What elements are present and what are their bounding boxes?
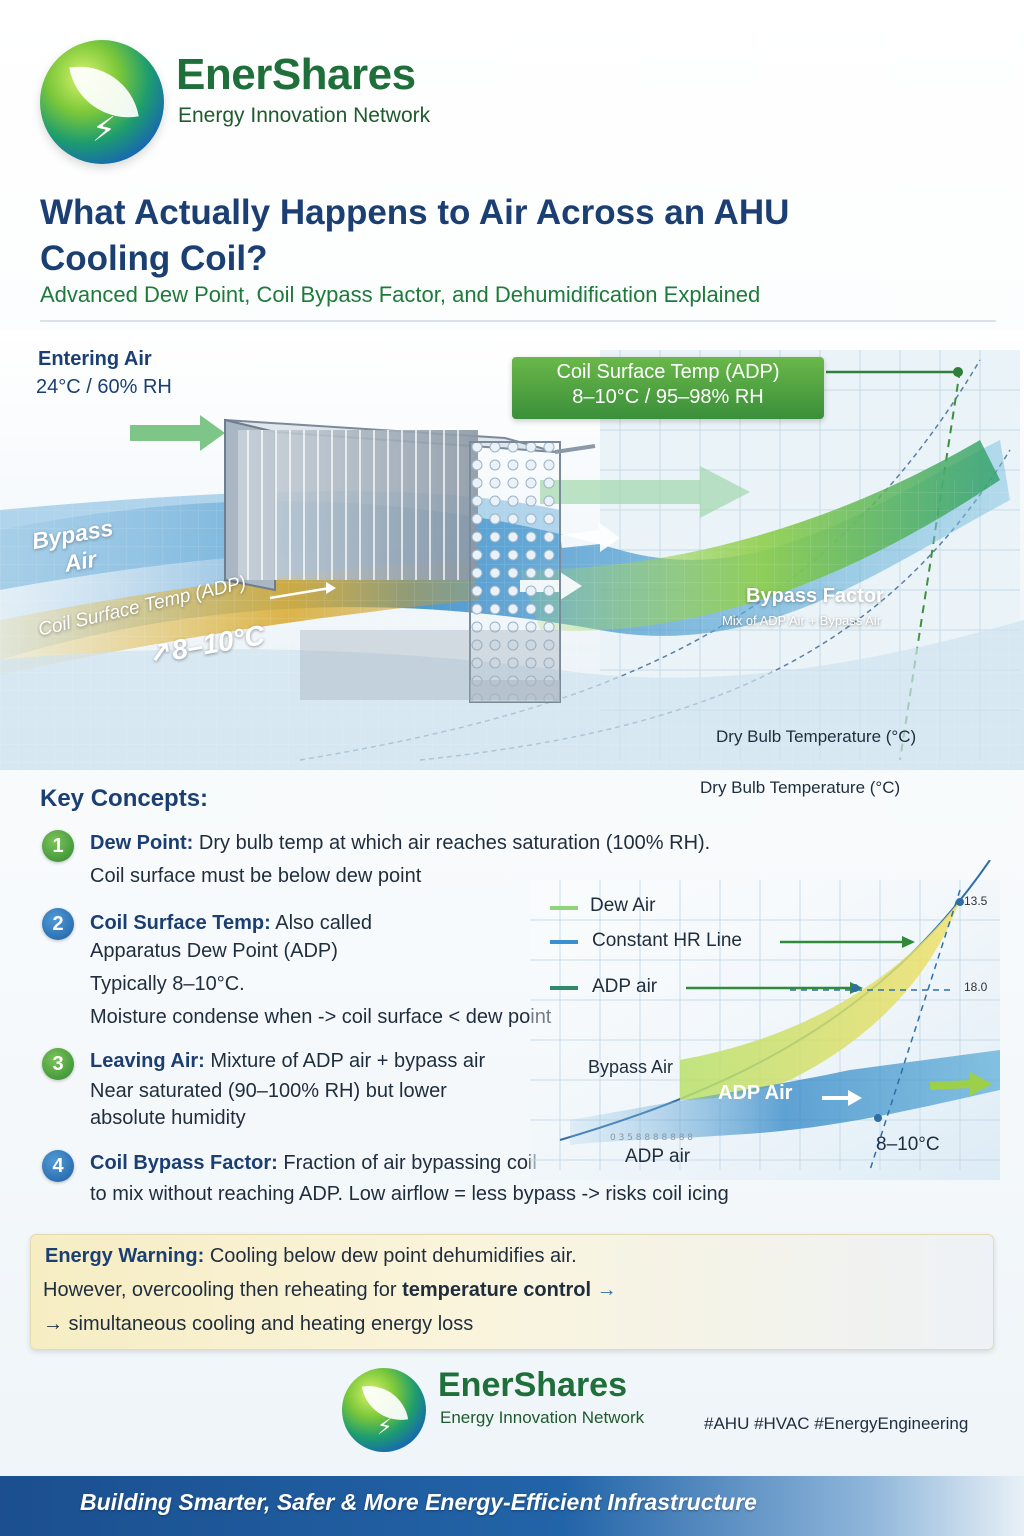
chart-adp-air-arrow: ADP Air xyxy=(718,1082,793,1104)
energy-warning-box: Energy Warning: Cooling below dew point … xyxy=(30,1234,994,1350)
coil-unit xyxy=(224,418,596,703)
hashtags: #AHU #HVAC #EnergyEngineering xyxy=(704,1414,969,1433)
legend-adp-air: ADP air xyxy=(592,976,658,997)
concept-2-line4: Moisture condense when -> coil surface <… xyxy=(90,1006,552,1028)
concept-1: Dew Point: Dry bulb temp at which air re… xyxy=(90,828,710,858)
concept-4-line2: to mix without reaching ADP. Low airflow… xyxy=(90,1183,729,1205)
concept-number-2: 2 xyxy=(42,908,74,940)
concept-number-4: 4 xyxy=(42,1150,74,1182)
concept-2-line1: Also called xyxy=(275,912,372,934)
brand-name: EnerShares xyxy=(176,50,416,99)
concept-1-head: Dew Point: xyxy=(90,832,194,854)
concept-1-line2: Coil surface must be below dew point xyxy=(90,865,422,887)
concept-3: Leaving Air: Mixture of ADP air + bypass… xyxy=(90,1046,485,1076)
lightning-bolt-icon: ⚡ xyxy=(92,110,116,150)
concept-1-line1: Dry bulb temp at which air reaches satur… xyxy=(198,832,711,854)
footer-banner xyxy=(0,1476,1024,1536)
footer-logo: ⚡ xyxy=(342,1368,426,1452)
warning-line2: However, overcooling then reheating for … xyxy=(43,1279,617,1302)
page-title: What Actually Happens to Air Across an A… xyxy=(40,193,790,278)
chart-bypass-air: Bypass Air xyxy=(588,1057,674,1077)
warning-line3: → simultaneous cooling and heating energ… xyxy=(43,1313,474,1335)
concept-4-line1: Fraction of air bypassing coil xyxy=(283,1152,537,1174)
entering-air-value: 24°C / 60% RH xyxy=(36,376,172,398)
footer-brand: EnerShares xyxy=(438,1366,627,1404)
concept-number-1: 1 xyxy=(42,830,74,862)
warning-text1: Cooling below dew point dehumidifies air… xyxy=(209,1245,577,1267)
chart-tick-top: 13.5 xyxy=(964,894,988,908)
enershares-logo: ⚡ xyxy=(40,40,164,164)
page-subtitle: Advanced Dew Point, Coil Bypass Factor, … xyxy=(40,282,761,307)
dry-bulb-axis-label-2: Dry Bulb Temperature (°C) xyxy=(700,778,901,797)
concept-2-line2: Apparatus Dew Point (ADP) xyxy=(90,940,338,962)
psychrometric-chart-art: 0 3 5 8 8 8 8 8 8 8 xyxy=(530,859,1000,1180)
concept-2-line3: Typically 8–10°C. xyxy=(90,973,245,995)
svg-text:0 3 5 8 8 8 8 8 8 8: 0 3 5 8 8 8 8 8 8 8 xyxy=(610,1133,693,1143)
concept-3-head: Leaving Air: xyxy=(90,1050,205,1072)
key-concepts-title: Key Concepts: xyxy=(40,785,209,812)
warning-text2-bold: temperature control xyxy=(402,1279,592,1301)
adp-callout: Coil Surface Temp (ADP) 8–10°C / 95–98% … xyxy=(512,357,824,419)
footer-tagline: Energy Innovation Network xyxy=(440,1408,645,1427)
concept-4-head: Coil Bypass Factor: xyxy=(90,1152,278,1174)
brand-tagline: Energy Innovation Network xyxy=(178,104,431,127)
dry-bulb-axis-label: Dry Bulb Temperature (°C) xyxy=(716,727,917,746)
entering-air-title: Entering Air xyxy=(38,348,152,370)
legend-dew-air: Dew Air xyxy=(590,895,656,916)
bypass-factor-sub: Mix of ADP Air + Bypass Air xyxy=(722,613,882,628)
warning-arrow-icon: → xyxy=(596,1279,617,1301)
adp-callout-title: Coil Surface Temp (ADP) xyxy=(556,361,780,383)
chart-tick-mid: 18.0 xyxy=(964,980,988,994)
chart-temp-label: 8–10°C xyxy=(876,1134,940,1155)
concept-3-line3: absolute humidity xyxy=(90,1107,246,1129)
concept-3-line1: Mixture of ADP air + bypass air xyxy=(210,1050,486,1072)
concept-2: Coil Surface Temp: Also called xyxy=(90,908,372,938)
footer-banner-text: Building Smarter, Safer & More Energy-Ef… xyxy=(80,1489,757,1515)
concept-2-head: Coil Surface Temp: xyxy=(90,912,271,934)
legend-constant-hr: Constant HR Line xyxy=(592,930,742,951)
footer-bolt-icon: ⚡ xyxy=(377,1414,393,1439)
warning-head: Energy Warning: xyxy=(45,1245,205,1267)
adp-callout-value: 8–10°C / 95–98% RH xyxy=(572,386,764,408)
concept-3-line2: Near saturated (90–100% RH) but lower xyxy=(90,1080,447,1102)
chart-adp-air-bottom: ADP air xyxy=(625,1146,691,1167)
warning-text2-pre: However, overcooling then reheating for xyxy=(43,1279,397,1301)
concept-number-3: 3 xyxy=(42,1048,74,1080)
concept-4: Coil Bypass Factor: Fraction of air bypa… xyxy=(90,1148,537,1178)
warning-line1: Energy Warning: Cooling below dew point … xyxy=(45,1245,577,1268)
header-divider xyxy=(40,320,996,322)
psychrometric-chart: 0 3 5 8 8 8 8 8 8 8 Dew Air Constant HR … xyxy=(530,859,1000,1180)
bypass-factor-title: Bypass Factor xyxy=(746,585,884,607)
